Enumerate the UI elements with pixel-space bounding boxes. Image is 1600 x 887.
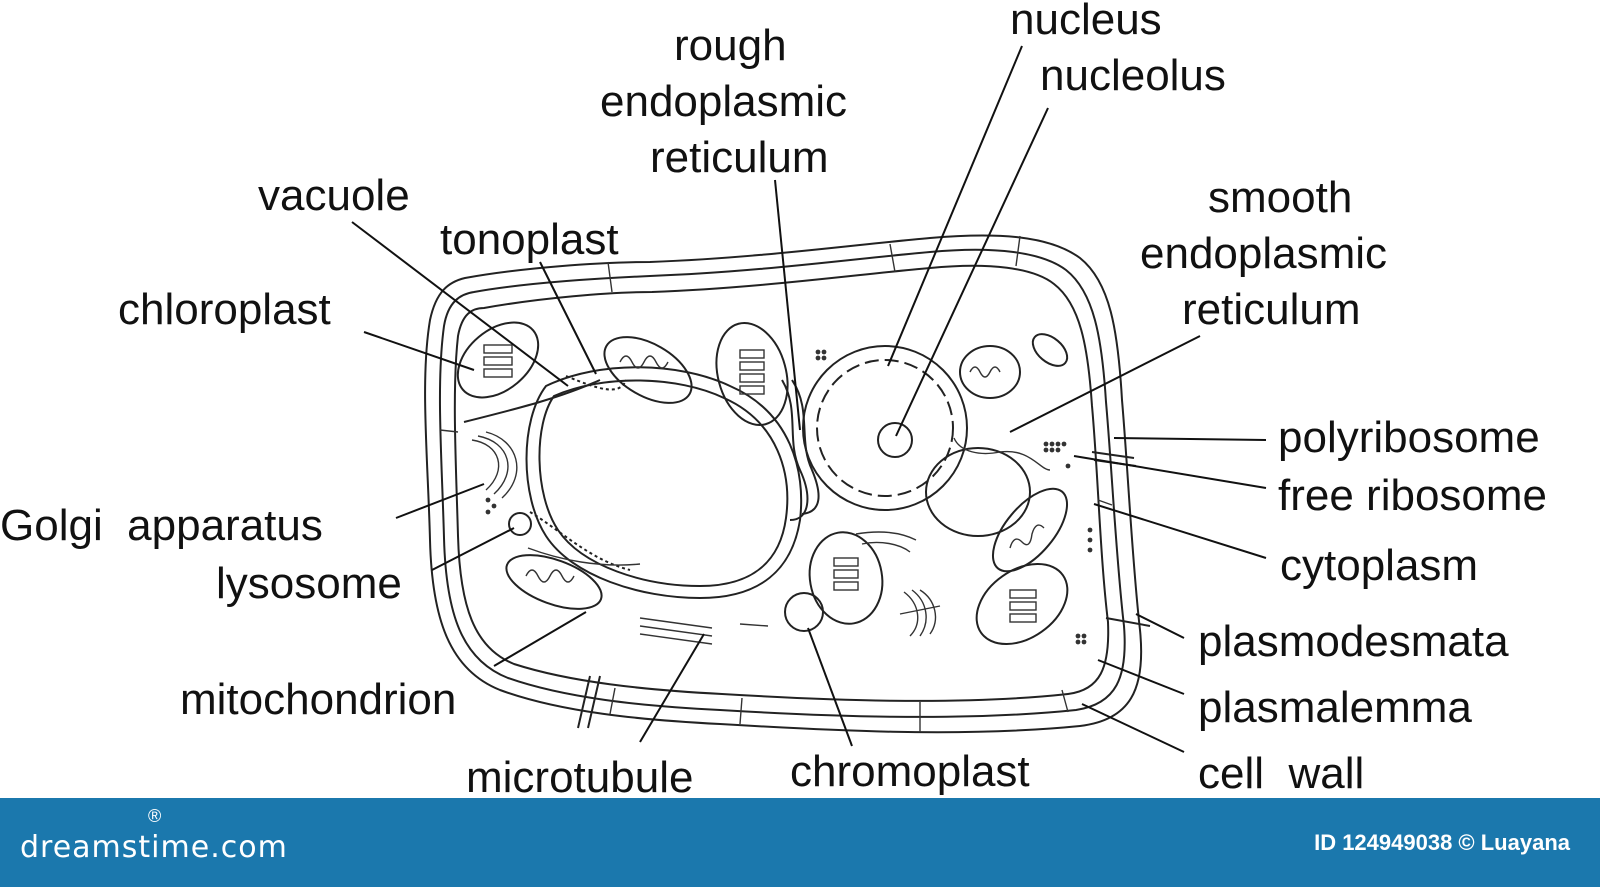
- mitochondrion-shapes: [505, 333, 1069, 610]
- nucleus-shape: [802, 345, 968, 511]
- label-smooth-er-line2: endoplasmic: [1140, 229, 1387, 278]
- label-nucleus: nucleus: [1010, 0, 1162, 44]
- image-id-credit: ID 124949038 © Luayana: [1314, 830, 1570, 855]
- label-golgi-apparatus: Golgi apparatus: [0, 501, 323, 550]
- label-mitochondrion: mitochondrion: [180, 675, 456, 724]
- label-rough-er-line1: rough: [674, 21, 787, 70]
- label-vacuole: vacuole: [258, 171, 410, 220]
- registered-mark-icon: ®: [148, 806, 162, 826]
- brand-wordmark[interactable]: dreamstime.com: [20, 830, 288, 865]
- label-plasmodesmata: plasmodesmata: [1198, 617, 1509, 666]
- smooth-er-shapes: [739, 437, 1051, 627]
- chromoplast-shape: [784, 592, 824, 632]
- label-polyribosome: polyribosome: [1278, 413, 1540, 462]
- label-tonoplast: tonoplast: [440, 215, 619, 264]
- label-rough-er-line2: endoplasmic: [600, 77, 847, 126]
- label-microtubule: microtubule: [466, 753, 693, 798]
- diagram-labels: nucleus nucleolus rough endoplasmic reti…: [0, 0, 1547, 798]
- golgi-shape: [471, 431, 937, 637]
- cell-wall-shape: [424, 234, 1143, 734]
- lysosome-shape: [508, 512, 532, 536]
- label-smooth-er-line3: reticulum: [1182, 285, 1361, 334]
- small-vacuole-shape: [925, 447, 1031, 537]
- label-smooth-er-line1: smooth: [1208, 173, 1352, 222]
- chloroplast-shapes: [456, 321, 1069, 645]
- central-vacuole-shape: [525, 366, 803, 600]
- leader-lines: [351, 45, 1267, 753]
- stock-footer-bar: dreamstime.com ® ID 124949038 © Luayana: [0, 798, 1600, 887]
- label-nucleolus: nucleolus: [1040, 51, 1226, 100]
- label-free-ribosome: free ribosome: [1278, 471, 1547, 520]
- plant-cell-diagram: nucleus nucleolus rough endoplasmic reti…: [0, 0, 1547, 798]
- label-lysosome: lysosome: [216, 559, 402, 608]
- rough-er-shapes: [463, 375, 820, 571]
- label-rough-er-line3: reticulum: [650, 133, 829, 182]
- label-cell-wall: cell wall: [1198, 749, 1364, 798]
- label-plasmalemma: plasmalemma: [1198, 683, 1472, 732]
- label-chloroplast: chloroplast: [118, 285, 331, 334]
- ribosome-dots: [485, 349, 1093, 645]
- label-cytoplasm: cytoplasm: [1280, 541, 1478, 590]
- label-chromoplast: chromoplast: [790, 747, 1030, 796]
